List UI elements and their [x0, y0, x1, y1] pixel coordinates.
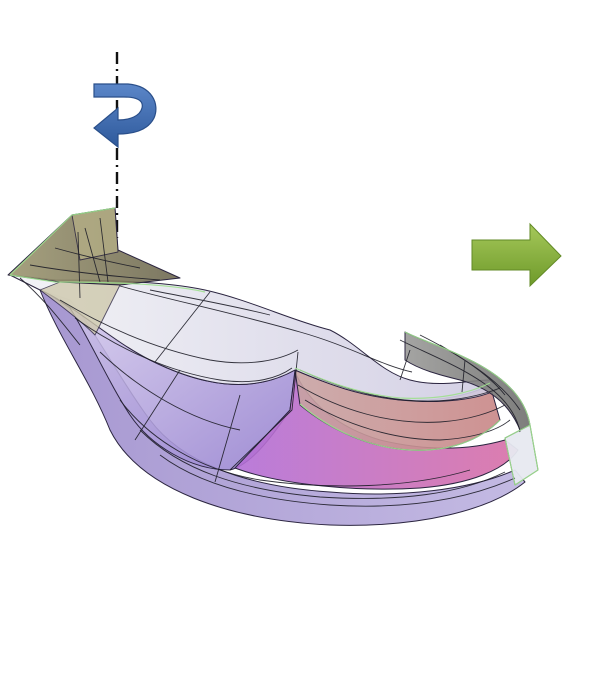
edge-highlights [9, 207, 539, 486]
rotation-arrow-icon [93, 83, 157, 149]
duct-3d-model [7, 207, 539, 526]
flow-direction-arrow-icon [471, 222, 562, 288]
